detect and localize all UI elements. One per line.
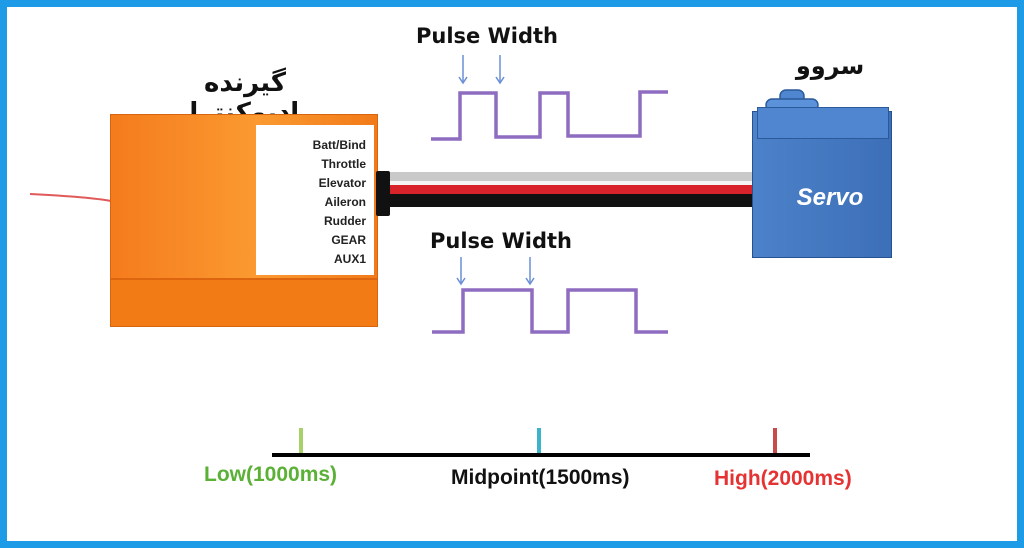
high-label: High(2000ms) [714,467,852,490]
low-label: Low(1000ms) [204,463,338,486]
servo-connector [376,171,390,216]
servo-top-plate [757,107,889,139]
antenna-wire [29,193,112,202]
pulse-width-markers-bottom [456,257,535,286]
channel-label: Rudder [324,214,366,228]
midpoint-label: Midpoint(1500ms) [451,466,630,489]
radio-receiver: Batt/Bind Throttle Elevator Aileron Rudd… [110,114,378,327]
channel-label: AUX1 [333,252,366,266]
servo-title: سروو [795,52,865,80]
pulse-train-bottom [432,288,668,334]
channel-label: Batt/Bind [312,138,366,152]
pulse-width-label-bottom: Pulse Width [430,229,572,253]
channel-label: GEAR [331,233,366,247]
channel-label: Aileron [324,195,366,209]
pulse-width-label-top: Pulse Width [416,24,558,48]
channel-label: Throttle [321,157,366,171]
pulse-train-top [431,90,668,141]
channel-label: Elevator [318,176,366,190]
channel-panel: Batt/Bind Throttle Elevator Aileron Rudd… [256,125,374,275]
pulse-width-markers-top [458,55,505,85]
receiver-base [111,278,377,326]
servo-cable [390,172,755,207]
servo-label: Servo [796,184,864,211]
